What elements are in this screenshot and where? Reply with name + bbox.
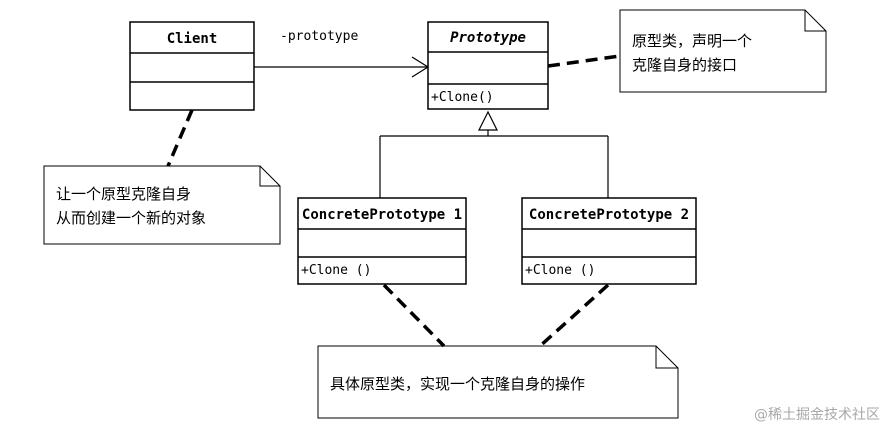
concrete-prototype-1-class: ConcretePrototype 1 +Clone () xyxy=(297,197,467,285)
note-client-line-2: 从而创建一个新的对象 xyxy=(56,209,206,227)
concrete-prototype-2-class: ConcretePrototype 2 +Clone () xyxy=(521,197,697,285)
prototype-operation: +Clone() xyxy=(431,90,494,105)
association-client-prototype: -prototype xyxy=(254,29,430,78)
note-concrete-connector-1 xyxy=(382,283,446,348)
generalization-arrows xyxy=(379,110,609,198)
note-client: 让一个原型克隆自身 从而创建一个新的对象 xyxy=(43,165,281,245)
concrete-prototype-2-operation: +Clone () xyxy=(525,263,595,278)
note-prototype-line-2: 克隆自身的接口 xyxy=(632,56,737,74)
prototype-class-name: Prototype xyxy=(450,30,526,46)
watermark: @稀土掘金技术社区 xyxy=(754,407,880,423)
note-prototype-line-1: 原型类，声明一个 xyxy=(632,32,752,50)
concrete-prototype-1-name: ConcretePrototype 1 xyxy=(302,207,462,223)
concrete-prototype-2-name: ConcretePrototype 2 xyxy=(529,207,689,223)
note-client-line-1: 让一个原型克隆自身 xyxy=(56,185,191,203)
note-client-connector xyxy=(166,109,194,167)
note-concrete-connector-2 xyxy=(538,283,610,348)
note-prototype-connector xyxy=(547,54,621,68)
concrete-prototype-1-operation: +Clone () xyxy=(301,263,371,278)
prototype-class: Prototype +Clone() xyxy=(427,21,549,110)
note-prototype: 原型类，声明一个 克隆自身的接口 xyxy=(619,9,827,93)
association-label: -prototype xyxy=(280,29,358,44)
client-class: Client xyxy=(129,21,255,111)
note-concrete: 具体原型类，实现一个克隆自身的操作 xyxy=(317,345,679,419)
client-class-name: Client xyxy=(167,31,218,47)
note-concrete-line-1: 具体原型类，实现一个克隆自身的操作 xyxy=(330,375,585,393)
